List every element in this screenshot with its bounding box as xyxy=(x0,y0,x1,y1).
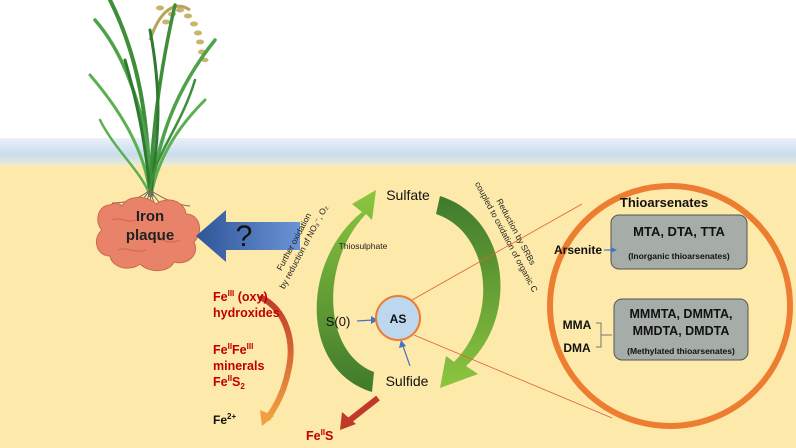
iron-reduction-arrowhead xyxy=(260,410,274,426)
s0-label: S(0) xyxy=(326,314,351,329)
connector-line-top xyxy=(411,203,583,301)
water-surface-band xyxy=(0,138,796,168)
methyl-bracket xyxy=(596,322,612,348)
mixed-fe-minerals-line1: FeIIFeIII xyxy=(213,342,253,357)
s0-to-as-arrowhead xyxy=(371,316,378,324)
thioarsenates-circle xyxy=(547,183,793,429)
methylated-species-line1: MMMTA, DMMTA, xyxy=(630,307,733,321)
inorganic-thioarsenates-box xyxy=(610,214,748,270)
fe3-hydroxides-line1: FeIII (oxy) xyxy=(213,289,268,304)
thiosulphate-label: Thiosulphate xyxy=(339,241,388,251)
s0-to-as-arrow xyxy=(356,319,374,322)
rice-plant-illustration xyxy=(88,0,217,239)
fes2-label: FeIIS2 xyxy=(213,374,245,391)
green-reduction-arrow xyxy=(436,196,501,388)
methylated-caption: (Methylated thioarsenates) xyxy=(627,346,735,356)
sulfide-to-as-arrow xyxy=(402,345,411,367)
question-mark: ? xyxy=(236,220,253,253)
methylated-species-line2: MMDTA, DMDTA xyxy=(633,324,730,338)
sulfide-to-fes-arrow xyxy=(348,395,380,423)
dma-label: DMA xyxy=(563,341,591,355)
fe2-label: Fe2+ xyxy=(213,412,236,427)
mma-label: MMA xyxy=(563,318,592,332)
iron-plaque-shape xyxy=(95,197,201,271)
iron-plaque-label-line1: Iron xyxy=(136,208,164,225)
as-label: AS xyxy=(390,312,407,326)
iron-plaque-label-line2: plaque xyxy=(126,227,174,244)
connector-line-bottom xyxy=(413,334,613,419)
sulfide-to-as-arrowhead xyxy=(399,340,406,348)
iron-reduction-arrow xyxy=(259,295,294,421)
methylated-thioarsenates-box xyxy=(613,298,749,361)
green-oxidation-arrow xyxy=(316,190,376,392)
mixed-fe-minerals-line2: minerals xyxy=(213,359,264,373)
sulfide-label: Sulfide xyxy=(386,373,429,389)
sky-background xyxy=(0,0,796,140)
as-circle xyxy=(375,295,421,341)
inorganic-species-label: MTA, DTA, TTA xyxy=(633,224,725,239)
blue-left-arrow xyxy=(196,210,300,262)
sulfate-label: Sulfate xyxy=(386,187,430,203)
arsenite-arrowhead xyxy=(611,247,617,253)
fes-label: FeIIS xyxy=(306,428,333,443)
inorganic-caption: (Inorganic thioarsenates) xyxy=(628,251,730,261)
arsenite-label: Arsenite xyxy=(554,243,602,257)
fe3-hydroxides-line2: hydroxides xyxy=(213,306,280,320)
thioarsenates-title: Thioarsenates xyxy=(620,195,708,210)
sulfide-to-fes-arrowhead xyxy=(340,412,356,430)
